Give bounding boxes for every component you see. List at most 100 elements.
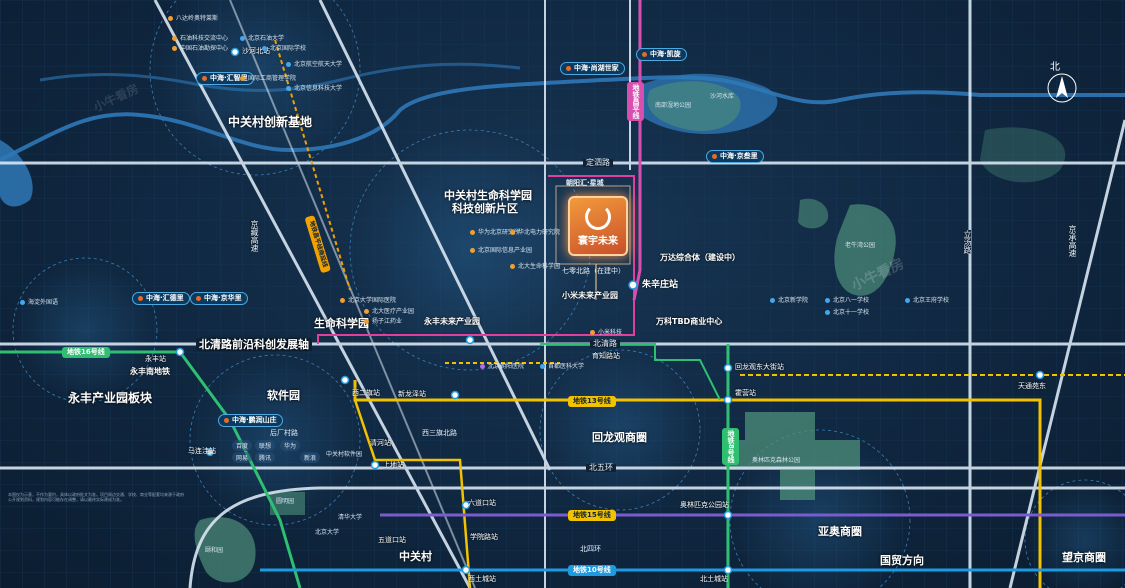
tag-chunyu[interactable]: 中海·尚湖世家 (560, 62, 625, 75)
poi-dot-icon (825, 298, 830, 303)
station-marks (175, 47, 1045, 575)
district-yaao: 亚奥商圈 (818, 525, 862, 538)
poi: 北京新学院 (770, 298, 808, 304)
project-top-label: 朝阳汇·星城 (566, 179, 604, 187)
poi-pill: 联想 (255, 440, 276, 451)
poi: 北京石油大学 (240, 36, 284, 42)
zone-halo (1024, 479, 1125, 588)
poi: 北京信息科技大学 (286, 86, 342, 92)
poi: 石油科技交流中心 (172, 36, 228, 42)
district-zhongguancun: 中关村 (399, 550, 432, 563)
poi-dot-icon (825, 310, 830, 315)
poi-dot-icon (510, 264, 515, 269)
road-beiwuhuan: 北五环 (586, 464, 616, 472)
metro-changping-label: 地铁昌平线 (627, 82, 644, 121)
park-olympic-forest: 奥林匹克森林公园 (752, 457, 801, 464)
poi-pill: 腾讯 (255, 452, 276, 463)
tag-chengjing[interactable]: 中海·京叁里 (706, 150, 764, 163)
district-wangjing: 望京商圈 (1062, 551, 1106, 564)
project-frame (555, 185, 631, 265)
poi-dot-icon (240, 36, 245, 41)
station-yongfeng-south: 永丰南地铁 (130, 367, 170, 376)
poi-dot-icon (262, 46, 267, 51)
poi: 海淀外国语 (20, 300, 58, 306)
road-lishui: 立汤路 (963, 230, 972, 254)
road-beiqing: 北清路 (590, 340, 620, 348)
station-xuetang: 学院路站 (470, 533, 498, 541)
poi-dot-icon (905, 298, 910, 303)
compass: 北 (1050, 58, 1060, 73)
poi: 北京大学 (315, 529, 340, 536)
station-yongfeng: 永丰站 (145, 355, 166, 363)
compass-label: 北 (1050, 62, 1060, 73)
station-xierqi: 西二旗站 (352, 389, 380, 397)
park-yiheyuan: 颐和园 (205, 547, 224, 554)
station-xinzhou: 新龙泽站 (398, 390, 426, 398)
poi-pill: 网易 (232, 452, 253, 463)
river (39, 62, 521, 92)
station-liudaokou: 六道口站 (468, 499, 496, 507)
tag-wanda[interactable]: 万达综合体（建设中） (660, 253, 740, 262)
station-shahe-north: 沙河北站 (242, 47, 270, 55)
district-ruanjian: 软件园 (267, 389, 300, 402)
poi: 北大生命科学园 (510, 264, 560, 270)
park-shahe-reservoir: 沙河水库 (710, 93, 735, 100)
zone-halo (12, 257, 158, 403)
station-huoying: 霍营站 (735, 389, 756, 397)
area-boundary (317, 175, 635, 344)
tag-jingjing[interactable]: 中海·京华里 (190, 292, 248, 305)
district-zgc-life-science-2: 科技创新片区 (452, 202, 518, 215)
poi: 北京八一学校 (825, 298, 869, 304)
metro-line10-label: 地铁10号线 (568, 565, 616, 576)
district-guomao: 国贸方向 (880, 554, 924, 567)
poi: 北大医疗产业园 (364, 309, 414, 315)
park-nanshao: 南邵湿地公园 (655, 102, 692, 109)
station-shangdi: 上地站 (383, 461, 404, 469)
project-marker[interactable]: 寰宇未来 (568, 196, 628, 256)
poi: 北京十一学校 (825, 310, 869, 316)
green-area (725, 412, 860, 500)
tag-wanke[interactable]: 万科TBD商业中心 (656, 317, 723, 326)
poi: 北京国际信息产业园 (470, 248, 532, 254)
zone-halo (539, 349, 701, 511)
green-area (647, 81, 741, 131)
station-xitucheng: 西土城站 (468, 575, 496, 583)
poi-pill: 华为 (280, 440, 301, 451)
poi-dot-icon (364, 309, 369, 314)
green-area (798, 198, 829, 229)
tag-yongwei[interactable]: 永丰未来产业园 (424, 317, 480, 326)
tag-huizhi[interactable]: 中海·汇智里 (196, 72, 254, 85)
road-beisi: 北四环 (580, 545, 601, 553)
station-huilong-dongdajie: 回龙观东大街站 (735, 363, 784, 371)
poi: 八达岭奥特莱斯 (168, 16, 218, 22)
poi-dot-icon (286, 62, 291, 67)
project-bottom-label: 七零北路（在建中） (562, 267, 625, 275)
poi: 扬子江药业 (364, 319, 402, 325)
park-yuanmingyuan: 圆明园 (276, 498, 295, 505)
metro-line15-label: 地铁15号线 (568, 510, 616, 521)
project-name: 寰宇未来 (578, 236, 618, 247)
station-qinghe: 清河站 (370, 439, 391, 447)
poi-dot-icon (590, 330, 595, 335)
tag-jingshu[interactable]: 中海·凯旋 (636, 48, 687, 61)
poi: 北京国际学校 (262, 46, 306, 52)
metro-line13 (353, 380, 1042, 588)
poi: 华为北京研究所 (470, 230, 520, 236)
poi-dot-icon (470, 230, 475, 235)
poi: 北京王府学校 (905, 298, 949, 304)
tag-future-city[interactable]: 小米未来产业园 (562, 291, 618, 300)
poi-pill: 新浪 (300, 452, 321, 463)
station-maliandao: 马连洼站 (188, 447, 216, 455)
tag-yunshan[interactable]: 中海·鹏润山庄 (218, 414, 283, 427)
tag-huijing[interactable]: 中海·汇德里 (132, 292, 190, 305)
poi-dot-icon (510, 230, 515, 235)
poi-dot-icon (470, 248, 475, 253)
district-beiqing: 北清路前沿科创发展轴 (196, 338, 312, 351)
green-area (194, 516, 256, 583)
station-olympic: 奥林匹克公园站 (680, 501, 729, 509)
poi-pill: 百度 (232, 440, 253, 451)
poi: 国际工商管理学院 (240, 76, 296, 82)
park-laoniu: 老牛湾公园 (845, 242, 876, 249)
green-area (270, 492, 305, 515)
